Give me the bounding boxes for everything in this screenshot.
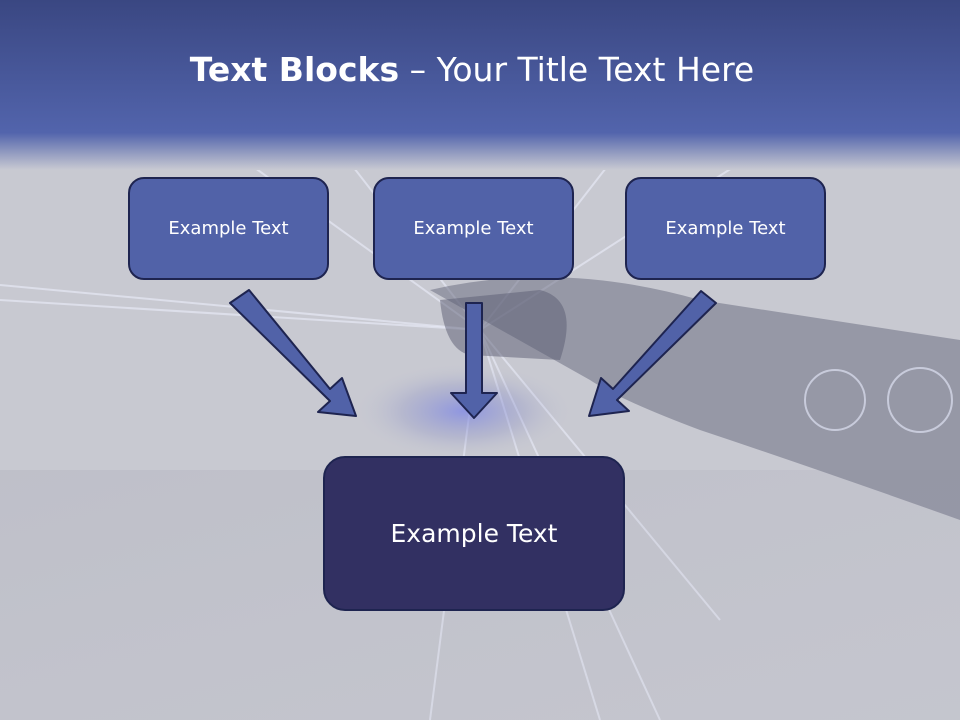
text-block-1-label: Example Text — [168, 218, 289, 239]
title-bold: Text Blocks — [189, 50, 400, 89]
arrow-right — [588, 290, 717, 417]
text-block-3-label: Example Text — [665, 218, 786, 239]
target-block-label: Example Text — [390, 519, 558, 548]
title-rest: Your Title Text Here — [436, 50, 755, 89]
arrow-left — [229, 289, 357, 417]
text-block-2[interactable]: Example Text — [373, 177, 574, 280]
target-block[interactable]: Example Text — [323, 456, 625, 611]
text-block-2-label: Example Text — [413, 218, 534, 239]
text-block-3[interactable]: Example Text — [625, 177, 826, 280]
title-separator: – — [399, 50, 437, 89]
text-block-1[interactable]: Example Text — [128, 177, 329, 280]
arrow-middle — [450, 302, 498, 419]
slide-title: Text Blocks – Your Title Text Here — [0, 50, 944, 89]
